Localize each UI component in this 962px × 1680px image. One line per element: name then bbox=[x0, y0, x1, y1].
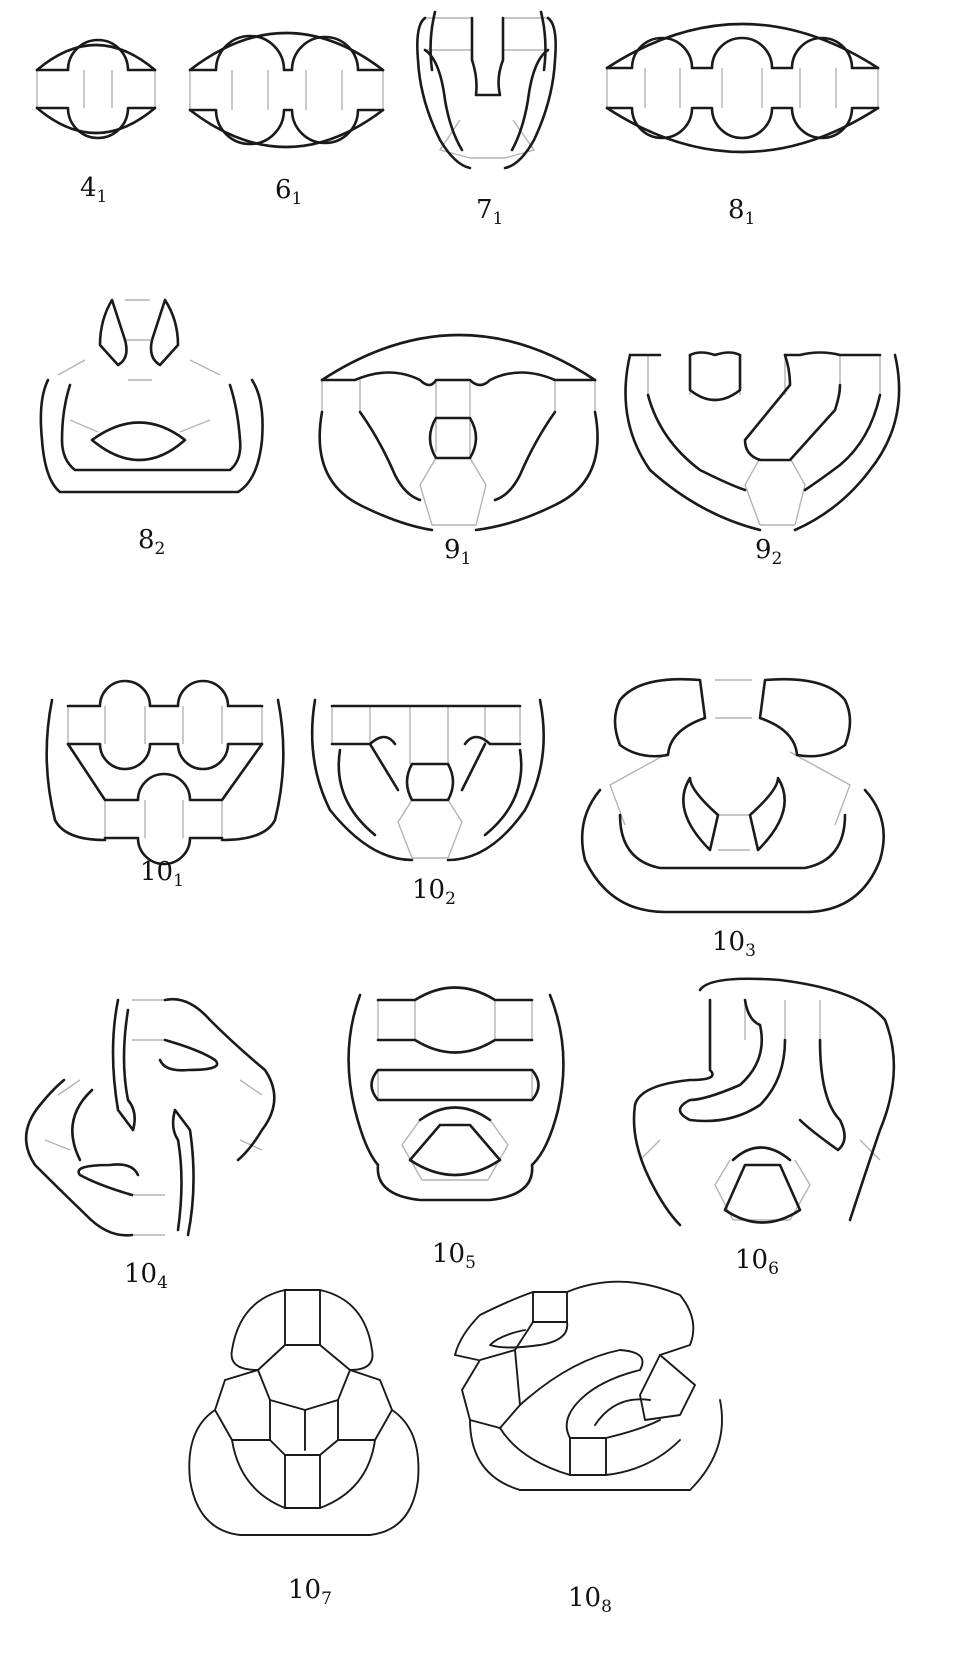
diagram-10-2 bbox=[312, 700, 544, 860]
label-9-2: 92 bbox=[755, 535, 782, 569]
diagram-4-1 bbox=[37, 40, 155, 138]
diagram-7-1 bbox=[417, 12, 555, 168]
label-10-3: 103 bbox=[712, 927, 756, 961]
label-10-8: 108 bbox=[568, 1583, 612, 1617]
label-8-2: 82 bbox=[138, 525, 165, 559]
labels: 41 61 71 81 82 91 92 101 102 103 104 105… bbox=[80, 173, 782, 1617]
diagram-10-7 bbox=[189, 1290, 418, 1535]
label-10-4: 104 bbox=[124, 1259, 168, 1293]
diagram-10-3 bbox=[582, 679, 884, 912]
diagram-9-2 bbox=[626, 353, 900, 531]
diagram-10-4 bbox=[26, 999, 274, 1235]
label-10-1: 101 bbox=[140, 857, 184, 891]
diagram-9-1 bbox=[320, 335, 598, 530]
label-10-7: 107 bbox=[288, 1575, 332, 1609]
diagram-8-2 bbox=[41, 300, 263, 492]
diagram-10-5 bbox=[349, 988, 564, 1201]
label-10-6: 106 bbox=[735, 1245, 779, 1279]
label-8-1: 81 bbox=[728, 195, 755, 229]
label-7-1: 71 bbox=[476, 195, 503, 229]
diagram-10-8 bbox=[455, 1282, 722, 1490]
diagram-10-1 bbox=[47, 681, 284, 864]
label-10-2: 102 bbox=[412, 875, 456, 909]
label-10-5: 105 bbox=[432, 1239, 476, 1273]
diagram-8-1 bbox=[607, 24, 878, 152]
diagram-10-6 bbox=[634, 979, 894, 1225]
label-9-1: 91 bbox=[444, 535, 471, 569]
label-4-1: 41 bbox=[80, 173, 107, 207]
diagram-6-1 bbox=[190, 33, 383, 147]
label-6-1: 61 bbox=[275, 175, 302, 209]
